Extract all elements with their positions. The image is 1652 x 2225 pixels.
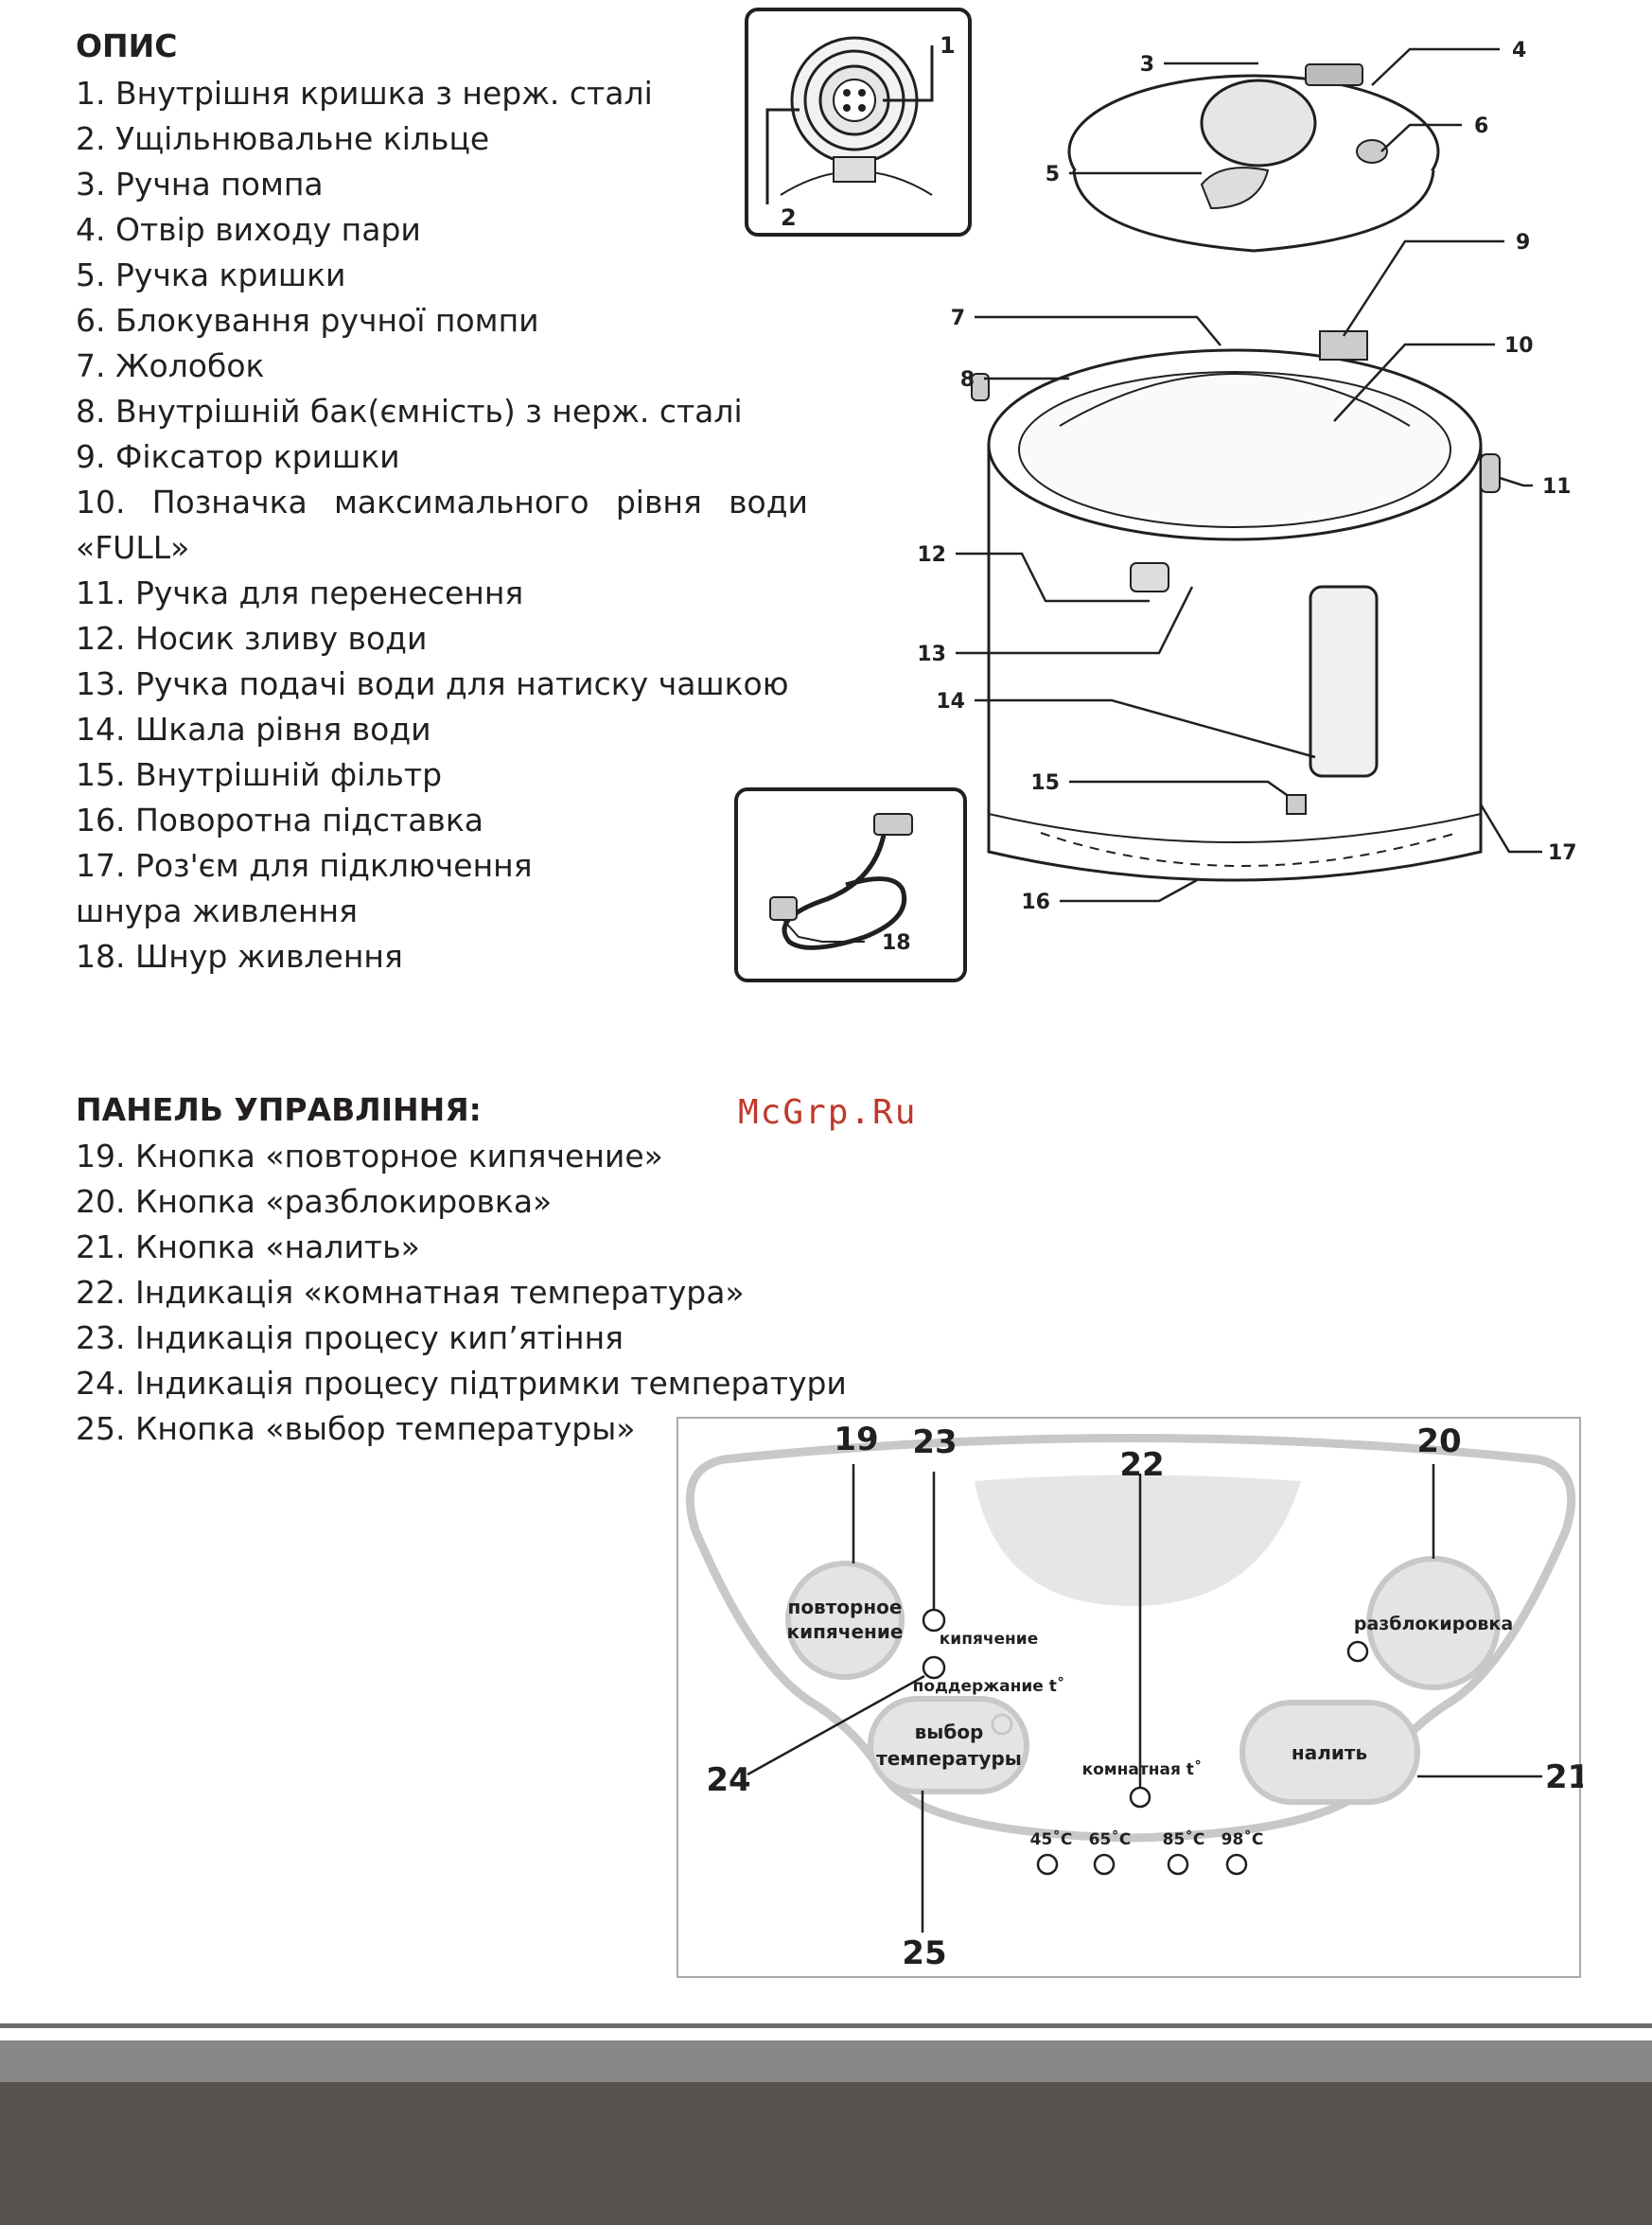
list-item: 24. Індикація процесу підтримки температ… <box>76 1365 847 1402</box>
diagram-label: 2 <box>781 204 797 231</box>
kettle-figure: 3 4 5 6 7 8 9 10 11 12 13 14 15 16 17 <box>917 39 1577 914</box>
room-temp-indicator-label: комнатная t˚ <box>1082 1758 1203 1779</box>
list-item: 20. Кнопка «разблокировка» <box>76 1183 553 1220</box>
diagram-label: 9 <box>1516 231 1530 255</box>
diagram-label: 10 <box>1504 334 1534 358</box>
diagram-label: 15 <box>1030 771 1060 795</box>
callout-21: 21 <box>1545 1758 1583 1796</box>
select-temp-button-label[interactable]: выбор <box>915 1721 984 1743</box>
diagram-label: 18 <box>882 931 911 955</box>
callout-25: 25 <box>902 1934 946 1972</box>
diagram-label: 11 <box>1542 475 1572 499</box>
list-item: 25. Кнопка «выбор температуры» <box>76 1410 636 1447</box>
temp-45-label: 45˚C <box>1030 1828 1073 1849</box>
list-item: 16. Поворотна підставка <box>76 802 484 839</box>
list-item: шнура живлення <box>76 892 358 929</box>
diagram-label: 1 <box>940 32 956 59</box>
boiling-indicator-label: кипячение <box>940 1630 1039 1649</box>
unlock-button-label[interactable]: разблокировка <box>1354 1614 1513 1634</box>
list-item: 13. Ручка подачі води для натиску чашкою <box>76 665 789 702</box>
footer-band <box>0 2040 1652 2082</box>
diagram-label: 17 <box>1548 841 1577 865</box>
lid-inset-figure: 1 2 <box>745 8 972 237</box>
list-item: 19. Кнопка «повторное кипячение» <box>76 1138 663 1174</box>
list-item: 1. Внутрішня кришка з нерж. сталі <box>76 75 653 112</box>
temp-85-label: 85˚C <box>1163 1828 1205 1849</box>
panel-list: 19. Кнопка «повторное кипячение» 20. Кно… <box>76 1134 847 1452</box>
footer-rule <box>0 2023 1652 2028</box>
list-item: «FULL» <box>76 529 190 566</box>
diagram-label: 5 <box>1046 163 1060 186</box>
diagram-label: 12 <box>917 543 946 567</box>
list-item: 21. Кнопка «налить» <box>76 1228 420 1265</box>
callout-20: 20 <box>1416 1422 1461 1460</box>
description-list: 1. Внутрішня кришка з нерж. сталі 2. Ущі… <box>76 71 808 980</box>
list-item: 5. Ручка кришки <box>76 256 346 293</box>
diagram-label: 6 <box>1474 115 1488 138</box>
panel-heading: ПАНЕЛЬ УПРАВЛІННЯ: <box>76 1091 482 1128</box>
list-item: 11. Ручка для перенесення <box>76 574 524 611</box>
list-item: 2. Ущільнювальне кільце <box>76 120 490 157</box>
power-cord-figure: 18 <box>734 787 967 982</box>
reboil-button-label[interactable]: повторное <box>788 1596 903 1618</box>
diagram-label: 16 <box>1021 891 1050 914</box>
temp-65-label: 65˚C <box>1089 1828 1132 1849</box>
diagram-label: 14 <box>936 690 965 714</box>
control-panel-figure: 19 23 22 20 21 24 25 повторное кипячение… <box>677 1417 1583 1978</box>
list-item: 12. Носик зливу води <box>76 620 428 657</box>
callout-23: 23 <box>912 1423 957 1461</box>
diagram-label: 4 <box>1512 39 1526 62</box>
pour-button-label[interactable]: налить <box>1292 1741 1367 1764</box>
diagram-label: 13 <box>917 643 946 666</box>
callout-19: 19 <box>834 1421 878 1458</box>
footer-band-dark <box>0 2082 1652 2225</box>
select-temp-button-label[interactable]: температуры <box>876 1747 1022 1770</box>
list-item: 23. Індикація процесу кип’ятіння <box>76 1319 624 1356</box>
temp-98-label: 98˚C <box>1221 1828 1264 1849</box>
list-item: 4. Отвір виходу пари <box>76 211 421 248</box>
list-item: 9. Фіксатор кришки <box>76 438 400 475</box>
list-item: 18. Шнур живлення <box>76 938 403 975</box>
list-item: 6. Блокування ручної помпи <box>76 302 539 339</box>
callout-24: 24 <box>706 1761 750 1799</box>
list-item: 17. Роз'єм для підключення <box>76 847 533 884</box>
watermark: McGrp.Ru <box>738 1093 918 1132</box>
reboil-button-label[interactable]: кипячение <box>787 1620 904 1643</box>
diagram-label: 7 <box>951 307 965 330</box>
diagram-label: 3 <box>1140 53 1154 77</box>
list-item: 7. Жолобок <box>76 347 265 384</box>
list-item: 15. Внутрішній фільтр <box>76 756 443 793</box>
list-item: 3. Ручна помпа <box>76 166 324 203</box>
list-item: 10. Позначка максимального рівня води <box>76 484 808 521</box>
keep-warm-indicator-label: поддержание t˚ <box>913 1675 1065 1696</box>
list-item: 22. Індикація «комнатная температура» <box>76 1274 745 1311</box>
list-item: 8. Внутрішній бак(ємність) з нерж. сталі <box>76 393 743 430</box>
description-heading: ОПИС <box>76 27 178 64</box>
callout-22: 22 <box>1119 1446 1164 1484</box>
diagram-label: 8 <box>960 368 975 392</box>
list-item: 14. Шкала рівня води <box>76 711 431 748</box>
